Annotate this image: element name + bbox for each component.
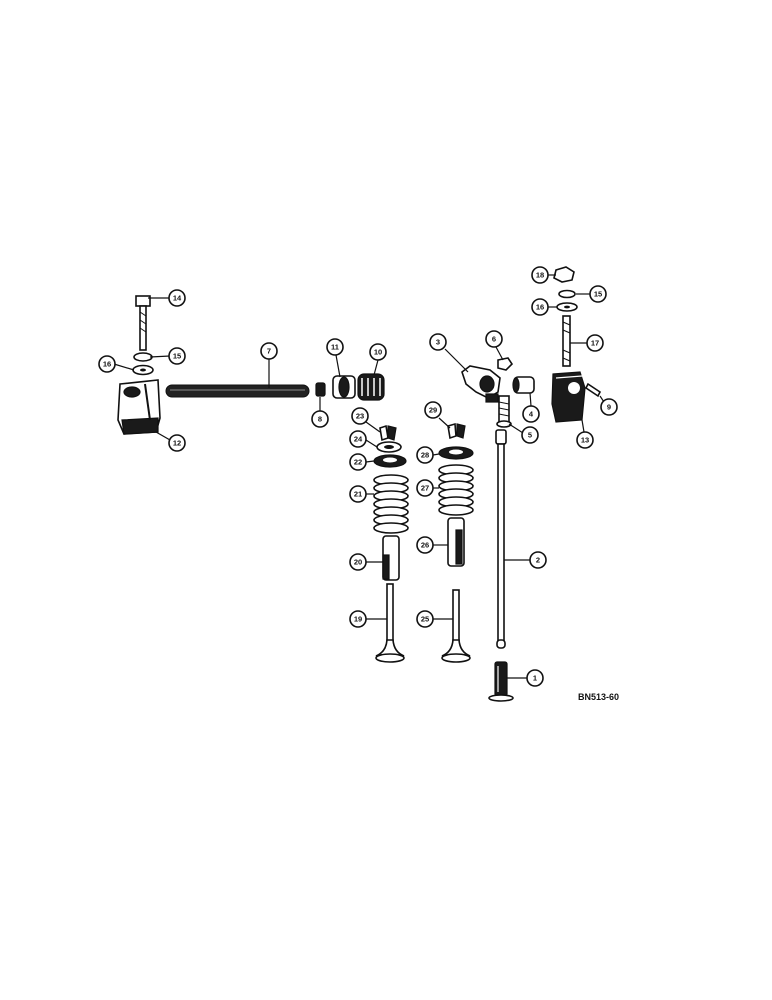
svg-text:26: 26: [421, 541, 429, 550]
tappet-1: [488, 661, 514, 702]
rocker-shaft-7: [165, 384, 310, 398]
svg-text:4: 4: [529, 410, 534, 419]
adjusting-screw-5: [496, 395, 512, 428]
bolt-14: [135, 295, 151, 351]
svg-text:27: 27: [421, 484, 429, 493]
callout-14: 14: [168, 289, 186, 307]
push-rod-2: [495, 429, 507, 649]
svg-text:22: 22: [354, 458, 362, 467]
valve-keys-29: [447, 422, 466, 440]
bracket-13: [551, 371, 586, 423]
callout-7: 7: [260, 342, 278, 360]
washer-15-right: [558, 289, 576, 299]
callout-16-left: 16: [98, 355, 116, 373]
callout-16-right: 16: [531, 298, 549, 316]
callout-6: 6: [485, 330, 503, 348]
svg-text:6: 6: [492, 335, 496, 344]
callout-9: 9: [600, 398, 618, 416]
spring-retainer-22: [373, 454, 407, 468]
callout-12: 12: [168, 434, 186, 452]
valve-spring-27: [438, 464, 474, 516]
svg-text:16: 16: [536, 303, 544, 312]
svg-text:21: 21: [354, 490, 362, 499]
valve-keys-23: [379, 424, 397, 442]
plug-8: [315, 382, 326, 397]
callout-10: 10: [369, 343, 387, 361]
callout-15-right: 15: [589, 285, 607, 303]
callout-25: 25: [416, 610, 434, 628]
svg-text:19: 19: [354, 615, 362, 624]
callout-15-left: 15: [168, 347, 186, 365]
valve-25: [441, 589, 471, 663]
washer-15-left: [133, 352, 153, 362]
svg-text:25: 25: [421, 615, 429, 624]
callout-2: 2: [529, 551, 547, 569]
callout-22: 22: [349, 453, 367, 471]
bracket-12: [117, 379, 161, 435]
callout-11: 11: [326, 338, 344, 356]
callout-4: 4: [522, 405, 540, 423]
callout-27: 27: [416, 479, 434, 497]
svg-text:7: 7: [267, 347, 271, 356]
callout-29: 29: [424, 401, 442, 419]
callout-18: 18: [531, 266, 549, 284]
callout-19: 19: [349, 610, 367, 628]
valve-19: [375, 583, 405, 663]
svg-text:23: 23: [356, 412, 364, 421]
callout-24: 24: [349, 430, 367, 448]
figure-code: BN513-60: [578, 692, 619, 702]
svg-text:17: 17: [591, 339, 599, 348]
callout-23: 23: [351, 407, 369, 425]
svg-text:13: 13: [581, 436, 589, 445]
callout-5: 5: [521, 426, 539, 444]
svg-text:8: 8: [318, 415, 322, 424]
rocker-arm-3: [461, 365, 501, 403]
svg-text:2: 2: [536, 556, 540, 565]
svg-text:18: 18: [536, 271, 544, 280]
svg-text:3: 3: [436, 338, 440, 347]
bushing-4: [512, 376, 535, 394]
spring-retainer-28: [438, 446, 474, 460]
stud-17: [562, 315, 571, 367]
callout-13: 13: [576, 431, 594, 449]
spacer-11: [332, 375, 356, 399]
valve-guide-20: [382, 535, 400, 581]
callout-21: 21: [349, 485, 367, 503]
svg-text:15: 15: [173, 352, 181, 361]
svg-text:10: 10: [374, 348, 382, 357]
svg-text:16: 16: [103, 360, 111, 369]
callout-8: 8: [311, 410, 329, 428]
shaft-spring-10: [357, 373, 385, 401]
nut-6: [497, 357, 514, 371]
svg-text:1: 1: [533, 674, 537, 683]
svg-text:28: 28: [421, 451, 429, 460]
callout-20: 20: [349, 553, 367, 571]
callout-17: 17: [586, 334, 604, 352]
callout-1: 1: [526, 669, 544, 687]
retainer-cap-24: [376, 441, 402, 453]
svg-text:20: 20: [354, 558, 362, 567]
svg-text:12: 12: [173, 439, 181, 448]
svg-text:5: 5: [528, 431, 532, 440]
callout-26: 26: [416, 536, 434, 554]
svg-text:15: 15: [594, 290, 602, 299]
svg-text:11: 11: [331, 343, 339, 352]
svg-text:24: 24: [354, 435, 363, 444]
callout-28: 28: [416, 446, 434, 464]
callout-3: 3: [429, 333, 447, 351]
nut-18: [553, 266, 575, 283]
svg-text:9: 9: [607, 403, 611, 412]
valve-spring-21: [373, 474, 409, 534]
svg-text:14: 14: [173, 294, 182, 303]
svg-text:29: 29: [429, 406, 437, 415]
valve-guide-26: [447, 517, 465, 567]
pin-9: [584, 382, 602, 398]
